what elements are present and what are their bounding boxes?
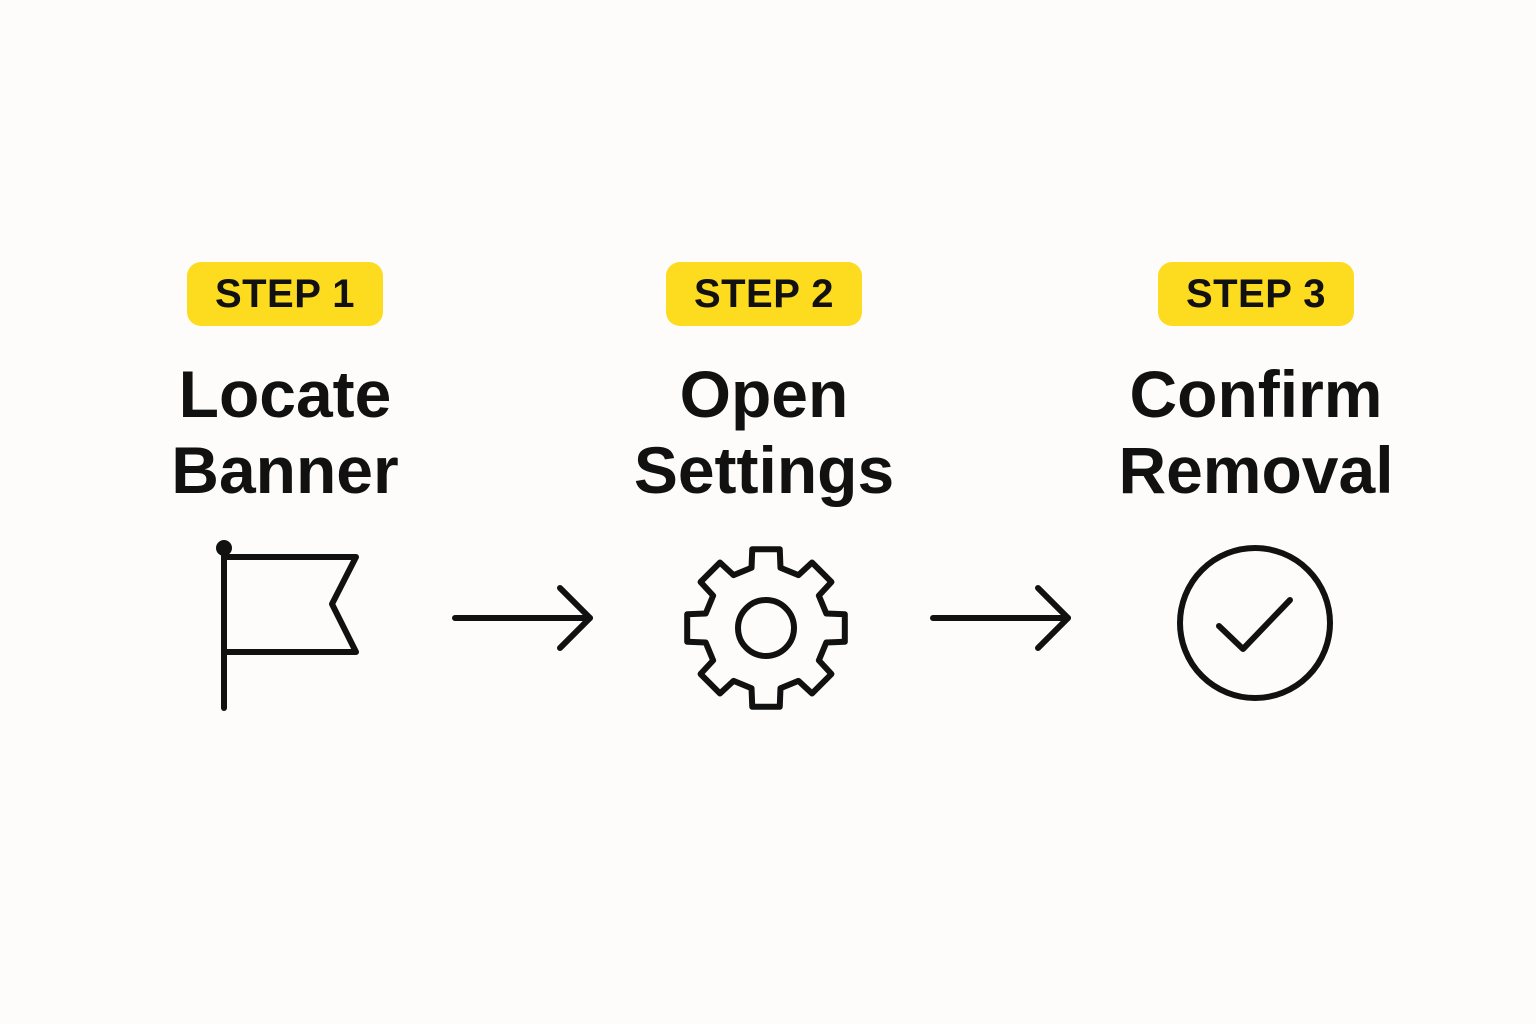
step-2: STEP 2 Open Settings xyxy=(584,262,944,508)
step-badge: STEP 1 xyxy=(186,262,384,326)
step-title: Open Settings xyxy=(634,356,894,508)
step-title: Confirm Removal xyxy=(1118,356,1393,508)
arrow-right-icon xyxy=(930,585,1071,651)
flag-icon xyxy=(216,540,359,711)
step-title: Locate Banner xyxy=(171,356,398,508)
step-title-line: Removal xyxy=(1118,433,1394,507)
step-title-line: Banner xyxy=(171,433,399,507)
gear-icon xyxy=(684,546,848,710)
step-title-line: Open xyxy=(679,357,849,431)
step-3: STEP 3 Confirm Removal xyxy=(1076,262,1436,508)
step-title-line: Locate xyxy=(178,357,392,431)
step-title-line: Settings xyxy=(633,433,895,507)
step-1: STEP 1 Locate Banner xyxy=(105,262,465,508)
step-badge: STEP 2 xyxy=(665,262,863,326)
step-title-line: Confirm xyxy=(1129,357,1383,431)
arrow-right-icon xyxy=(452,585,593,651)
step-badge: STEP 3 xyxy=(1157,262,1355,326)
check-circle-icon xyxy=(1177,545,1333,701)
